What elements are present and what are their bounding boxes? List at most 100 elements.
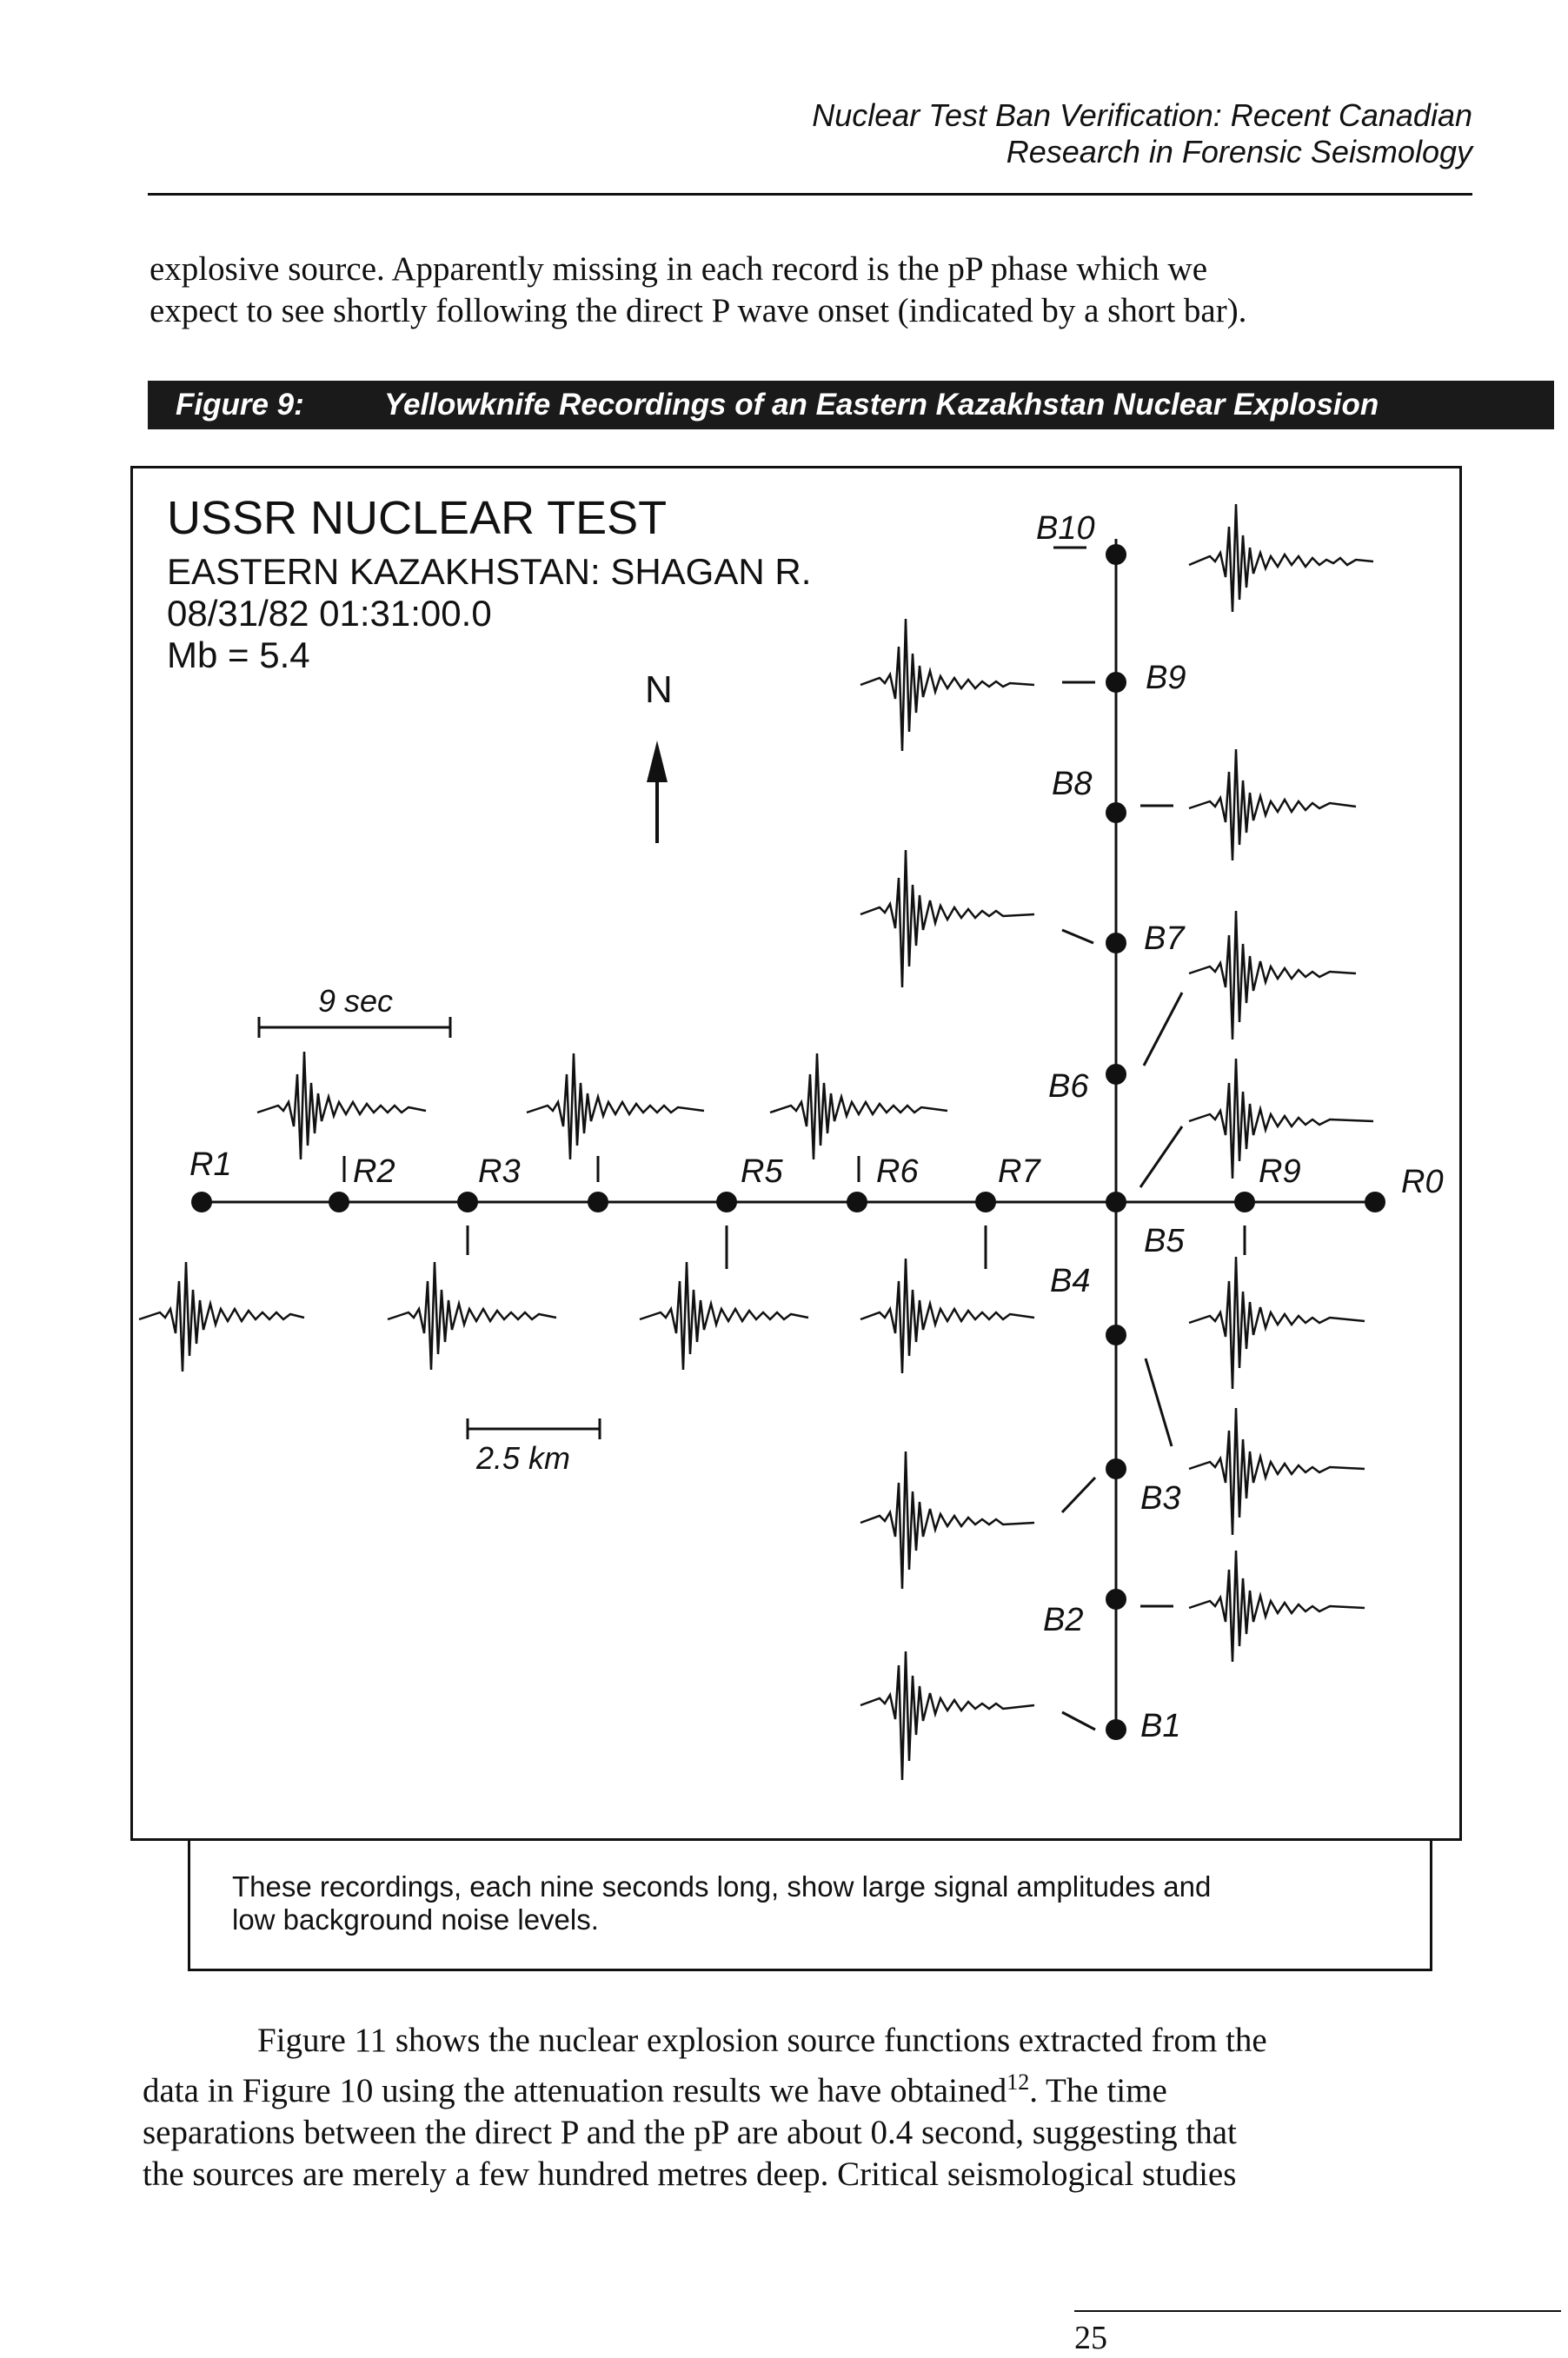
distance-scale-bar [466, 1418, 601, 1439]
station-dot-b1 [1106, 1719, 1126, 1740]
waveforms [138, 503, 1374, 1781]
body-line-1: Figure 11 shows the nuclear explosion so… [257, 2022, 1267, 2059]
r-label-9: R9 [1259, 1153, 1301, 1190]
station-dot-b8 [1106, 802, 1126, 823]
b-label-1: B1 [1140, 1708, 1180, 1744]
body-line-4: the sources are merely a few hundred met… [143, 2155, 1237, 2193]
r-label-0: R0 [1401, 1164, 1444, 1200]
caption-line-1: These recordings, each nine seconds long… [232, 1870, 1212, 1903]
waveform-r-lower-1 [138, 1261, 305, 1372]
b-label-9: B9 [1146, 660, 1186, 696]
figure-title-bar: Figure 9: Yellowknife Recordings of an E… [148, 381, 1554, 429]
b-label-4: B4 [1050, 1263, 1090, 1299]
station-dot-b7 [1106, 933, 1126, 953]
b-label-8: B8 [1052, 766, 1092, 802]
figure-location: EASTERN KAZAKHSTAN: SHAGAN R. [167, 551, 811, 592]
caption-line-2: low background noise levels. [232, 1903, 599, 1936]
waveform-r-upper-3 [769, 1053, 948, 1160]
waveform-r-upper-2 [526, 1053, 705, 1160]
tick-b7-link [1142, 992, 1184, 1066]
b-label-6: B6 [1048, 1068, 1089, 1105]
tick-b3 [1060, 1476, 1097, 1514]
station-dot-r7 [975, 1192, 996, 1212]
waveform-b10 [1188, 503, 1374, 613]
body-line-2: data in Figure 10 using the attenuation … [143, 2062, 1472, 2112]
station-lines [202, 539, 1382, 1737]
station-dot-b3 [1106, 1458, 1126, 1479]
tick-b4-link [1144, 1358, 1173, 1447]
station-dot-r2 [329, 1192, 349, 1212]
north-arrow-head [647, 741, 668, 782]
station-dot-b4 [1106, 1325, 1126, 1345]
station-dot-r3 [457, 1192, 478, 1212]
connector-ticks [342, 546, 1246, 1731]
body-line-2-tail: . The time [1029, 2072, 1167, 2109]
waveform-b7 [860, 849, 1035, 988]
figure-label: Figure 9: [176, 388, 304, 422]
body-paragraph: Figure 11 shows the nuclear explosion so… [143, 2020, 1472, 2195]
r-station-labels: R1 R2 R3 R5 R6 R7 R9 R0 [189, 1146, 1444, 1200]
b-station-labels: B1 B2 B3 B4 B5 B6 B7 B8 B9 B10 [1036, 510, 1186, 1744]
station-dot-b2 [1106, 1589, 1126, 1610]
waveform-r-upper-1 [256, 1051, 427, 1160]
waveform-r-lower-2 [387, 1261, 557, 1371]
figure-magnitude: Mb = 5.4 [167, 634, 310, 675]
b-label-5: B5 [1144, 1223, 1185, 1259]
station-dots [191, 544, 1385, 1740]
waveform-b8 [1188, 748, 1357, 861]
station-dot-b9 [1106, 672, 1126, 693]
intro-line-1: explosive source. Apparently missing in … [149, 250, 1207, 288]
waveform-r-lower-4 [860, 1258, 1035, 1374]
figure-heading: USSR NUCLEAR TEST [167, 492, 667, 544]
b-label-10: B10 [1036, 510, 1095, 547]
header-rule [148, 193, 1472, 196]
station-dot-b10 [1106, 544, 1126, 565]
running-header-line-1: Nuclear Test Ban Verification: Recent Ca… [812, 97, 1472, 133]
b-label-3: B3 [1140, 1480, 1180, 1517]
station-dot-r1 [191, 1192, 212, 1212]
north-arrow: N [645, 668, 673, 843]
intro-line-2: expect to see shortly following the dire… [149, 292, 1247, 329]
figure-title: Yellowknife Recordings of an Eastern Kaz… [384, 388, 1379, 422]
waveform-b6-upper [1188, 910, 1357, 1040]
r-label-2: R2 [353, 1153, 395, 1190]
waveform-b1-left [860, 1651, 1035, 1781]
body-line-2-text: data in Figure 10 using the attenuation … [143, 2072, 1007, 2109]
time-scale-label: 9 sec [318, 983, 393, 1019]
waveform-b2-right [1188, 1550, 1365, 1663]
waveform-b9 [860, 618, 1035, 752]
intro-paragraph: explosive source. Apparently missing in … [149, 249, 1453, 332]
tick-b7 [1061, 928, 1094, 945]
waveform-b3-right [1188, 1407, 1365, 1536]
running-header-line-2: Research in Forensic Seismology [1006, 134, 1472, 169]
r-label-1: R1 [189, 1146, 232, 1183]
r-label-5: R5 [741, 1153, 783, 1190]
b-label-7: B7 [1144, 920, 1186, 957]
distance-scale-label: 2.5 km [475, 1440, 570, 1476]
station-dot-r4 [588, 1192, 608, 1212]
figure-caption: These recordings, each nine seconds long… [188, 1841, 1432, 1971]
page-number: 25 [1074, 2320, 1107, 2356]
station-dot-r5 [716, 1192, 737, 1212]
station-dot-b6 [1106, 1064, 1126, 1085]
tick-b1 [1061, 1710, 1096, 1731]
tick-b6-link [1139, 1126, 1184, 1188]
station-dot-r6 [847, 1192, 867, 1212]
figure-datetime: 08/31/82 01:31:00.0 [167, 593, 492, 634]
time-scale-bar [257, 1017, 452, 1038]
b-label-2: B2 [1043, 1602, 1083, 1638]
waveform-b4-right [1188, 1256, 1365, 1390]
r-label-6: R6 [876, 1153, 919, 1190]
station-dot-r0 [1365, 1192, 1385, 1212]
r-label-7: R7 [998, 1153, 1041, 1190]
running-header: Nuclear Test Ban Verification: Recent Ca… [812, 97, 1472, 170]
station-dot-center [1106, 1192, 1126, 1212]
event-info: USSR NUCLEAR TEST EASTERN KAZAKHSTAN: SH… [167, 492, 811, 675]
footer-rule [1074, 2310, 1561, 2312]
north-label: N [645, 668, 673, 711]
footnote-reference: 12 [1007, 2069, 1030, 2095]
waveform-r-lower-3 [639, 1261, 809, 1371]
body-line-3: separations between the direct P and the… [143, 2114, 1237, 2151]
waveform-b3-left [860, 1451, 1035, 1590]
